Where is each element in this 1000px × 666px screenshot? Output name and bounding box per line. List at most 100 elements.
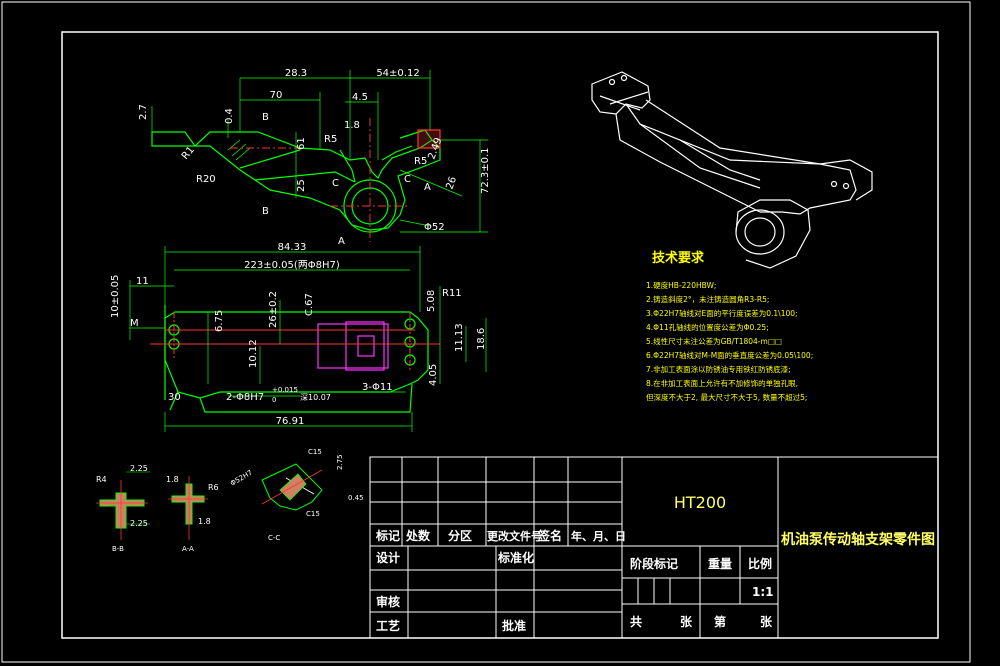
tech-req-heading: 技术要求	[652, 250, 705, 266]
dim-26-0-2: 26±0.2	[268, 291, 279, 328]
tb-sign: 签名	[537, 528, 562, 543]
dim-6-75: 6.75	[214, 310, 225, 332]
top-dimlines	[151, 70, 488, 233]
tech-req-item-7: 7.非加工表面涂以防锈油专用铁红防锈底漆;	[646, 364, 791, 374]
dim-tol-upper: +0.015	[272, 386, 298, 394]
dim-0-4: 0.4	[224, 108, 235, 124]
dim-18-6: 18.6	[476, 328, 487, 350]
dim-4-05: 4.05	[428, 364, 439, 386]
title-block	[369, 456, 939, 639]
dim-10: 10±0.05	[110, 275, 121, 318]
dim-depth: 深10.07	[300, 393, 331, 402]
dim-2-phi8h7: 2-Φ8H7	[226, 392, 264, 403]
tb-zone: 分区	[448, 528, 472, 543]
tech-req-item-3: 3.Φ22H7轴线对E面的平行度误差为0.1\100;	[646, 308, 798, 318]
tb-total: 共	[630, 614, 642, 629]
sec-bb-label: B-B	[112, 545, 124, 553]
datum-m: M	[130, 318, 139, 329]
dim-10-12: 10.12	[248, 339, 259, 368]
dim-2-7: 2.7	[138, 104, 149, 120]
front-centerlines	[150, 312, 440, 372]
dim-5-08: 5.08	[426, 290, 437, 312]
sec-b-bottom: B	[262, 206, 269, 217]
dim-11: 11	[136, 276, 149, 287]
top-centerlines	[230, 118, 410, 242]
dim-r5-b: R5	[414, 156, 427, 167]
sec-aa-1-8b: 1.8	[198, 517, 211, 526]
tech-req-item-9: 但深度不大于2, 最大尺寸不大于5, 数量不超过5;	[646, 392, 807, 402]
sec-cc-c15b: C15	[306, 510, 320, 518]
dim-84-33: 84.33	[278, 242, 307, 253]
dim-r5-a: R5	[324, 134, 337, 145]
sec-a-right: A	[424, 182, 431, 193]
dim-11-13: 11.13	[454, 323, 465, 352]
top-dim-text: 28.3 54±0.12 70 4.5 2.7 0.4 1.8 R5 R5 R2…	[138, 68, 491, 247]
sec-cc-phi52: Φ52H7	[229, 469, 254, 488]
tb-scale: 1:1	[752, 585, 774, 599]
tb-sheets: 张	[680, 614, 693, 629]
tb-review: 审核	[376, 594, 400, 609]
tb-weight: 重量	[708, 556, 732, 571]
tech-requirements: 技术要求 1.硬度HB-220HBW; 2.铸造斜度2°，未注铸造圆角R3-R5…	[646, 250, 813, 402]
sec-bb-r4: R4	[96, 475, 107, 484]
dim-61: 61	[296, 137, 307, 150]
dim-3-phi11: 3-Φ11	[362, 382, 393, 393]
dim-70: 70	[270, 90, 283, 101]
sec-aa-1-8a: 1.8	[166, 475, 179, 484]
section-views: R4 2.25 2.25 B-B 1.8 R6 1.8 A-A Φ52H7 C-…	[96, 448, 364, 553]
tb-sheet2: 张	[760, 614, 773, 629]
tb-design: 设计	[376, 550, 400, 565]
sec-aa-label: A-A	[182, 545, 194, 553]
sec-c-left: C	[332, 178, 339, 189]
sec-b-top: B	[262, 112, 269, 123]
sec-cc-2-75: 2.75	[336, 454, 344, 470]
dim-30: 30	[168, 392, 181, 403]
tb-standardize: 标准化	[497, 550, 534, 565]
dim-tol-lower: 0	[272, 396, 276, 404]
dim-76-91: 76.91	[276, 416, 305, 427]
tb-date: 年、月、日	[571, 529, 626, 543]
tb-page: 第	[714, 614, 726, 629]
dim-4-5: 4.5	[352, 92, 368, 103]
dim-26: 26	[444, 175, 459, 191]
front-hub	[317, 321, 389, 371]
front-dimlines	[129, 246, 487, 432]
tech-req-item-6: 6.Φ22H7轴线对M-M面的垂直度公差为0.05\100;	[646, 350, 813, 360]
tech-req-item-1: 1.硬度HB-220HBW;	[646, 280, 716, 290]
tb-process: 工艺	[376, 618, 400, 633]
dim-28-3: 28.3	[285, 68, 307, 79]
sec-cc-c15a: C15	[308, 448, 322, 456]
tech-req-item-4: 4.Φ11孔轴线的位置度公差为Φ0.25;	[646, 322, 769, 332]
tb-count: 处数	[405, 528, 431, 543]
sec-bb-dim1: 2.25	[130, 464, 148, 473]
tb-material: HT200	[674, 493, 726, 512]
sec-cc-label: C-C	[268, 534, 280, 542]
sec-c-right: C	[404, 174, 411, 185]
dim-25: 25	[296, 179, 307, 192]
tech-req-item-2: 2.铸造斜度2°，未注铸造圆角R3-R5;	[646, 294, 769, 304]
front-dim-text: 84.33 223±0.05(两Φ8H7) 11 10±0.05 R11 5.0…	[110, 242, 487, 427]
dim-r1: R1	[180, 145, 197, 162]
tech-req-item-8: 8.在非加工表面上允许有不加修饰的单独孔眼,	[646, 378, 798, 388]
isometric-view	[591, 71, 873, 269]
sec-aa-r6: R6	[208, 483, 219, 492]
dim-r11: R11	[442, 288, 462, 299]
tb-drawing-title: 机油泵传动轴支架零件图	[781, 531, 935, 548]
dim-c-67: C.67	[304, 293, 315, 316]
dim-72-3: 72.3±0.1	[480, 147, 491, 194]
tb-change-doc: 更改文件号	[487, 529, 542, 543]
sec-bb-dim2: 2.25	[130, 519, 148, 528]
tb-stage-mark: 阶段标记	[630, 556, 678, 571]
tb-approve: 批准	[502, 618, 526, 633]
dim-54: 54±0.12	[376, 68, 419, 79]
dim-phi52: Φ52	[424, 222, 445, 233]
dim-223: 223±0.05(两Φ8H7)	[244, 260, 340, 271]
tech-req-item-5: 5.线性尺寸未注公差为GB/T1804-m□□	[646, 336, 782, 346]
tb-scale-label: 比例	[748, 556, 772, 571]
outer-frame	[1, 1, 971, 663]
title-block-text: 标记 处数 分区 更改文件号 签名 年、月、日 设计 标准化 审核 工艺 批准 …	[375, 493, 935, 633]
dim-r20: R20	[196, 174, 216, 185]
tb-mark: 标记	[375, 528, 400, 543]
sec-cc-0-45: 0.45	[348, 494, 364, 502]
